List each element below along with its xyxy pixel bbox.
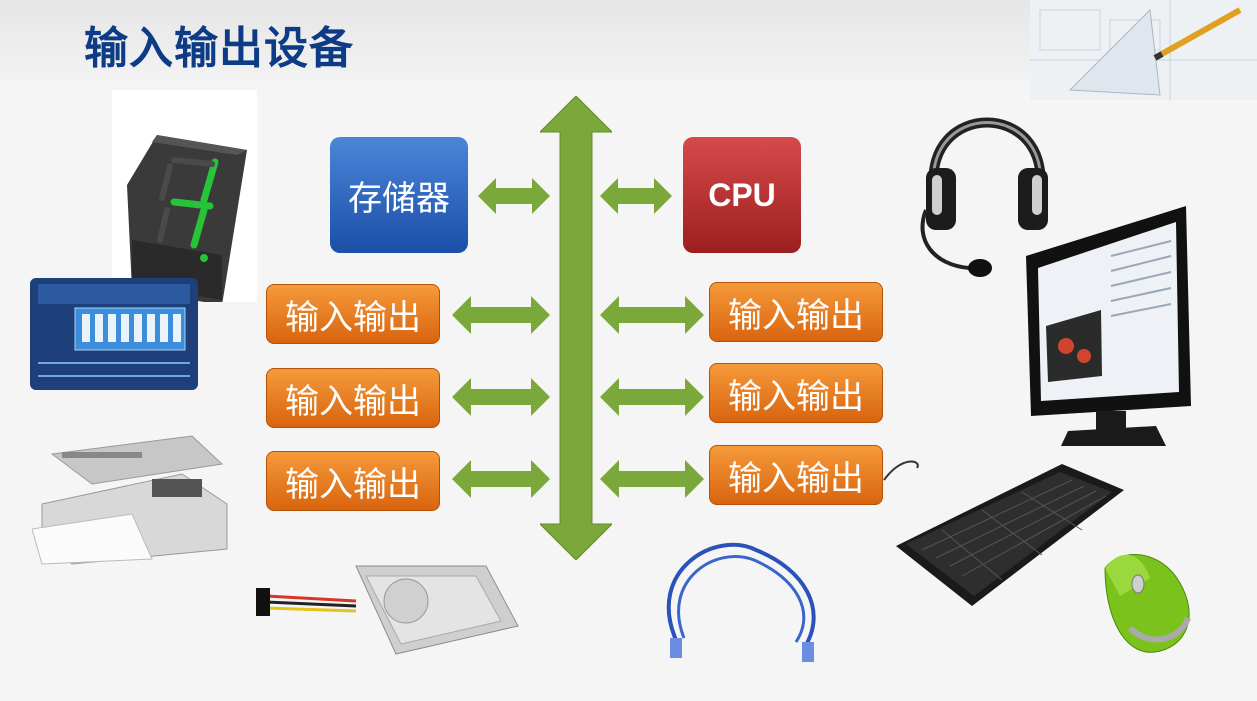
- drafting-tools-icon: [1030, 0, 1257, 100]
- io-arrow-left-3: [452, 460, 550, 498]
- io-arrow-left-1: [452, 296, 550, 334]
- io-arrow-right-2: [600, 378, 704, 416]
- io-box-right-3: 输入输出: [709, 445, 883, 505]
- hard-disk-icon: [256, 565, 519, 655]
- memory-box: 存储器: [330, 137, 468, 253]
- headset-icon: [920, 117, 1048, 277]
- keyboard-icon: [883, 460, 1124, 606]
- io-box-left-2: 输入输出: [266, 368, 440, 428]
- cpu-box: CPU: [683, 137, 801, 253]
- monitor-icon: [1026, 206, 1191, 446]
- io-box-left-1: 输入输出: [266, 284, 440, 344]
- mouse-icon: [1104, 554, 1191, 653]
- memory-bus-arrow: [478, 178, 550, 214]
- io-box-left-3: 输入输出: [266, 451, 440, 511]
- network-cable-icon: [666, 542, 816, 662]
- dot-matrix-printer-icon: [32, 435, 228, 565]
- io-arrow-left-2: [452, 378, 550, 416]
- seven-segment-display-icon: [112, 90, 257, 302]
- io-arrow-right-1: [600, 296, 704, 334]
- io-arrow-right-3: [600, 460, 704, 498]
- io-box-right-2: 输入输出: [709, 363, 883, 423]
- slide-title: 输入输出设备: [84, 23, 354, 74]
- cpu-bus-arrow: [600, 178, 672, 214]
- system-bus-arrow: [540, 96, 612, 560]
- dip-switch-icon: [30, 278, 198, 390]
- io-box-right-1: 输入输出: [709, 282, 883, 342]
